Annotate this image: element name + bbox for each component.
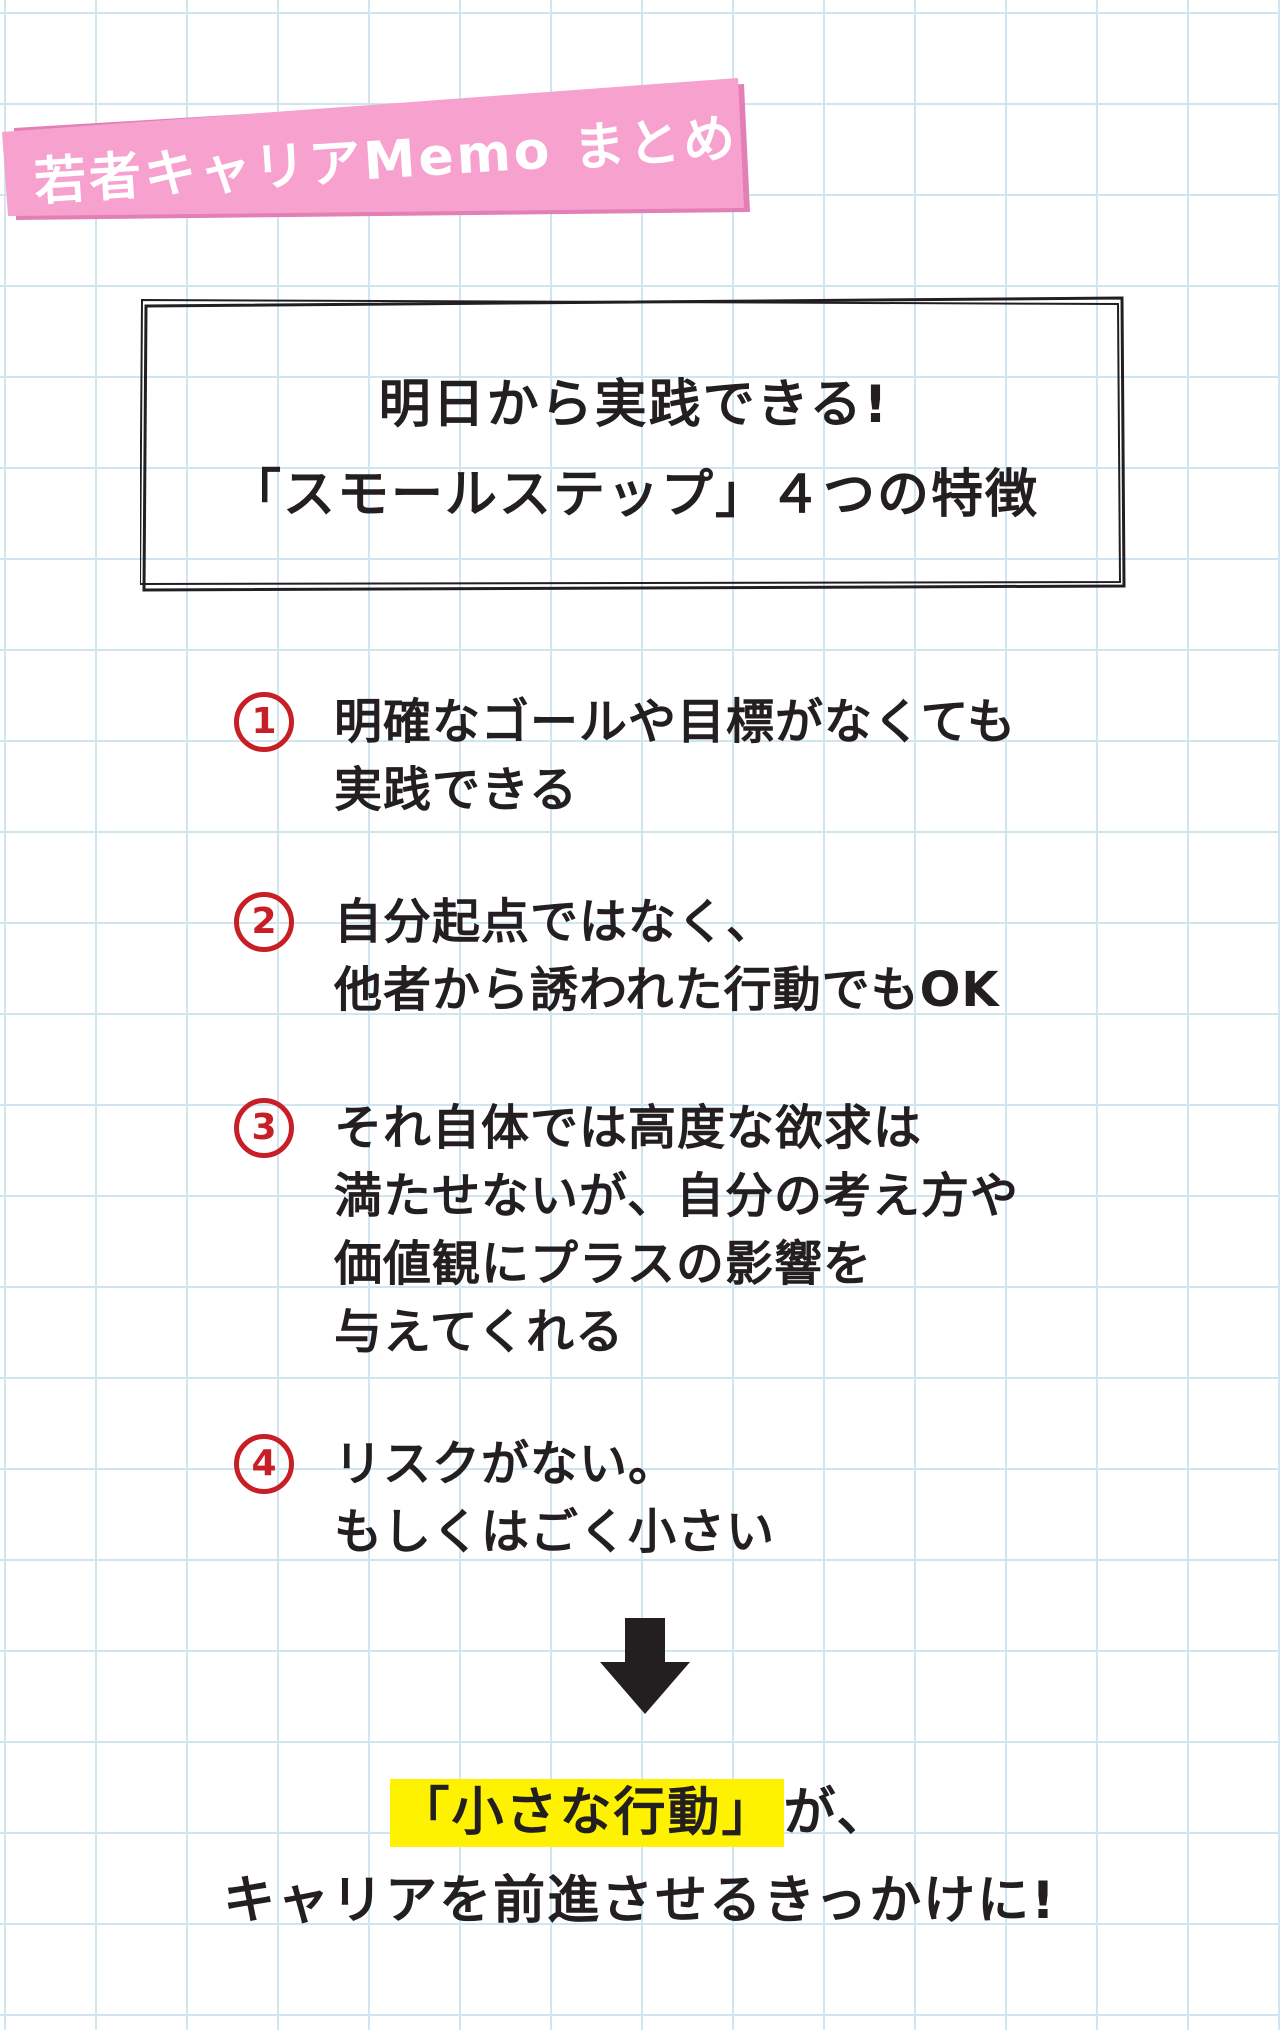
item-line: 与えてくれる xyxy=(334,1304,625,1360)
highlighted-phrase: 「小さな行動」 xyxy=(389,1779,784,1847)
summary-banner: 若者キャリアMemo まとめ xyxy=(2,78,762,228)
item-line: それ自体では高度な欲求は xyxy=(334,1100,923,1156)
item-line: もしくはごく小さい xyxy=(334,1504,776,1560)
item-text: それ自体では高度な欲求は 満たせないが、自分の考え方や 価値観にプラスの影響を … xyxy=(334,1094,1019,1366)
item-line: 実践できる xyxy=(334,762,579,818)
item-text: リスクがない。 もしくはごく小さい xyxy=(334,1430,775,1566)
conclusion-particle: が、 xyxy=(783,1783,891,1843)
number-badge: 4 xyxy=(234,1434,294,1494)
title-box: 明日から実践できる! 「スモールステップ」４つの特徴 xyxy=(140,296,1128,592)
item-line: 価値観にプラスの影響を xyxy=(334,1236,873,1292)
number-badge: 1 xyxy=(234,692,294,752)
conclusion-line-2: キャリアを前進させるきっかけに! xyxy=(223,1871,1057,1931)
conclusion-line-1: 「小さな行動」が、 xyxy=(0,1770,1280,1847)
title-line-1: 明日から実践できる! xyxy=(378,375,890,435)
down-arrow-icon xyxy=(600,1618,690,1718)
item-text: 明確なゴールや目標がなくても 実践できる xyxy=(334,688,1016,824)
number-badge: 2 xyxy=(234,892,294,952)
tape-shape xyxy=(2,78,750,220)
item-line: 自分起点ではなく、 xyxy=(334,894,776,950)
item-text: 自分起点ではなく、 他者から誘われた行動でもOK xyxy=(334,888,1000,1024)
number-badge: 3 xyxy=(234,1098,294,1158)
item-line: 明確なゴールや目標がなくても xyxy=(334,694,1017,750)
item-line: 他者から誘われた行動でもOK xyxy=(334,962,1000,1018)
sketch-frame xyxy=(140,296,1126,592)
title-line-2: 「スモールステップ」４つの特徴 xyxy=(228,465,1039,525)
item-line: リスクがない。 xyxy=(334,1436,678,1492)
item-line: 満たせないが、自分の考え方や xyxy=(334,1168,1020,1224)
